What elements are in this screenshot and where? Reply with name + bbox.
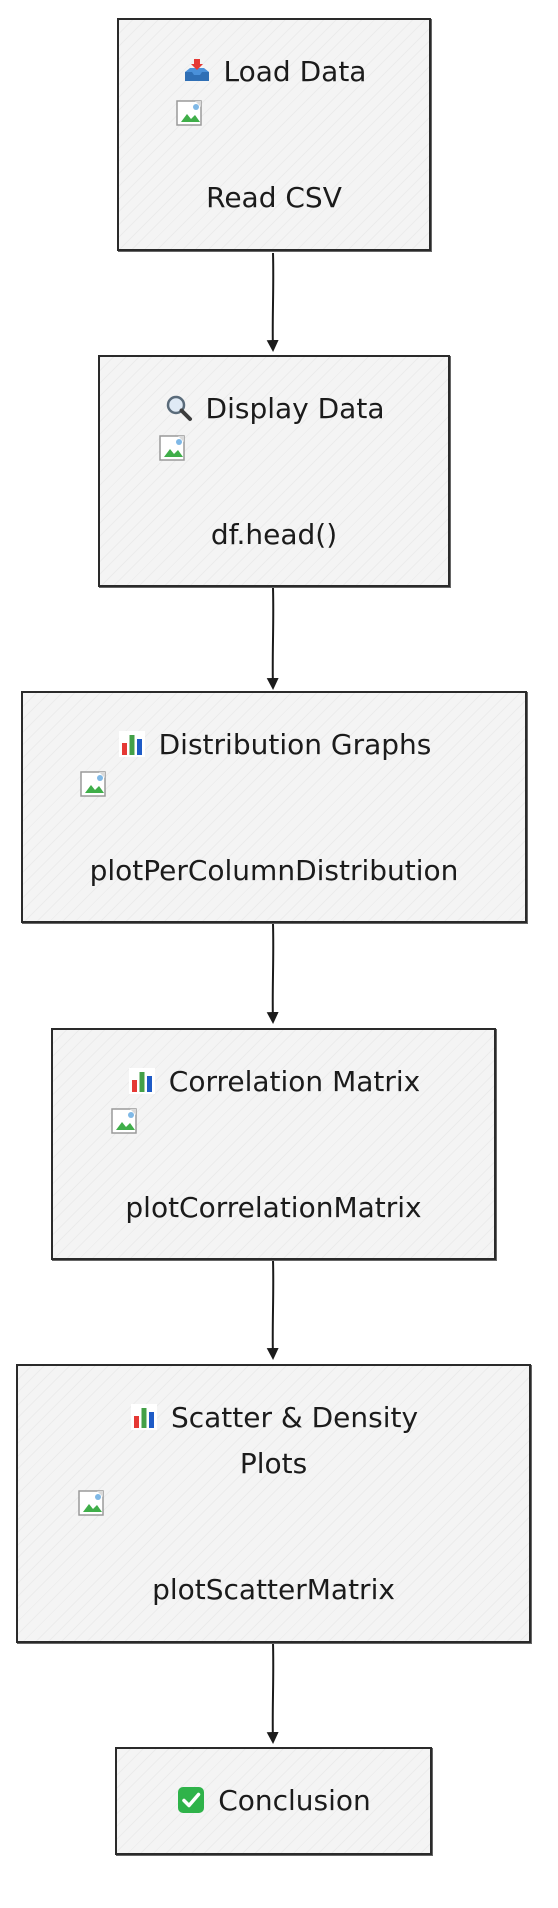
- node-correlation-matrix-title: Correlation Matrix: [168, 1065, 421, 1098]
- node-display-data: Display Data df.head(): [98, 355, 450, 587]
- broken-image-icon: [78, 1490, 104, 1516]
- node-scatter-density-title: Scatter & Density: [170, 1401, 419, 1434]
- node-distribution-graphs: Distribution Graphs plotPerColumnDistrib…: [21, 691, 527, 923]
- node-scatter-density-subtitle: plotScatterMatrix: [152, 1573, 395, 1606]
- check-mark-icon: [178, 1787, 205, 1813]
- node-correlation-matrix-title-row: Correlation Matrix: [53, 1060, 494, 1104]
- edge-correlation-to-scatter: [266, 1259, 279, 1360]
- inbox-tray-icon: [184, 59, 209, 81]
- node-conclusion-title: Conclusion: [218, 1784, 371, 1817]
- node-distribution-graphs-title-row: Distribution Graphs: [23, 723, 525, 767]
- node-correlation-matrix-subtitle: plotCorrelationMatrix: [125, 1191, 422, 1224]
- broken-image-icon: [159, 435, 185, 461]
- node-conclusion: Conclusion: [115, 1747, 432, 1855]
- bar-chart-icon: [128, 1068, 155, 1094]
- edge-display-to-distribution: [266, 587, 279, 690]
- node-scatter-density-title-row: Scatter & Density: [18, 1396, 529, 1440]
- node-distribution-graphs-title: Distribution Graphs: [158, 728, 432, 761]
- node-correlation-matrix: Correlation Matrix plotCorrelationMatrix: [51, 1028, 496, 1260]
- bar-chart-icon: [118, 731, 145, 757]
- node-load-data-title: Load Data: [223, 55, 367, 88]
- edge-scatter-to-conclusion: [266, 1642, 279, 1744]
- bar-chart-icon: [130, 1404, 157, 1430]
- node-conclusion-title-row: Conclusion: [117, 1779, 430, 1823]
- node-scatter-density: Scatter & Density Plots plotScatterMatri…: [16, 1364, 531, 1643]
- broken-image-icon: [111, 1108, 137, 1134]
- node-display-data-subtitle: df.head(): [210, 518, 338, 551]
- node-load-data: Load Data Read CSV: [117, 18, 431, 251]
- broken-image-icon: [80, 771, 106, 797]
- magnifier-icon: [166, 395, 192, 421]
- node-load-data-subtitle: Read CSV: [206, 181, 342, 214]
- node-distribution-graphs-subtitle: plotPerColumnDistribution: [89, 854, 459, 887]
- broken-image-icon: [176, 100, 202, 126]
- node-display-data-title: Display Data: [205, 392, 385, 425]
- edge-load-to-display: [266, 252, 279, 352]
- edge-distribution-to-correlation: [266, 923, 279, 1024]
- node-display-data-title-row: Display Data: [100, 387, 448, 431]
- node-load-data-title-row: Load Data: [119, 50, 429, 94]
- node-scatter-density-title-line2: Plots: [239, 1447, 308, 1480]
